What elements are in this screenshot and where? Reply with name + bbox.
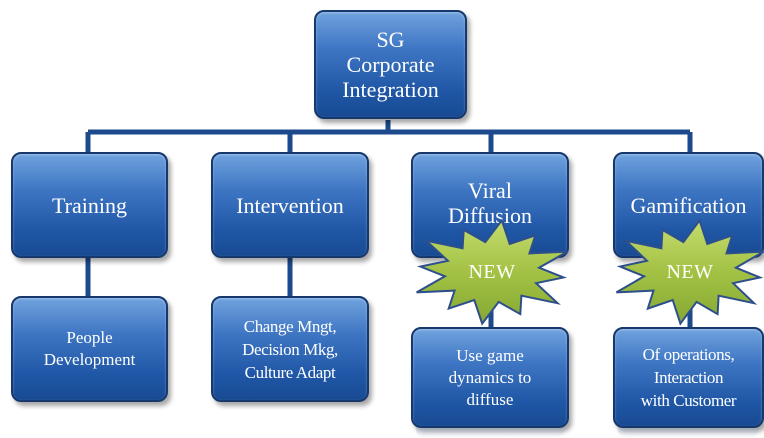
branch-node-intervention: Intervention	[211, 152, 369, 258]
new-badge-label: NEW	[666, 261, 714, 283]
child-node-people-development: People Development	[11, 296, 168, 402]
child-label-change-management: Change Mngt, Decision Mkg, Culture Adapt	[242, 316, 338, 382]
root-node-label: SG Corporate Integration	[342, 27, 439, 102]
new-badge-label: NEW	[468, 261, 516, 283]
branch-label-training: Training	[52, 192, 127, 218]
reflection	[618, 428, 758, 438]
child-node-change-management: Change Mngt, Decision Mkg, Culture Adapt	[211, 296, 369, 402]
branch-label-gamification: Gamification	[630, 192, 747, 218]
new-badge-starburst	[416, 218, 568, 326]
child-label-game-dynamics: Use game dynamics to diffuse	[448, 345, 532, 409]
root-node: SG Corporate Integration	[314, 10, 467, 119]
child-label-operations: Of operations, Interaction with Customer	[640, 345, 737, 410]
child-node-game-dynamics: Use game dynamics to diffuse	[411, 327, 569, 428]
child-label-people-development: People Development	[43, 328, 136, 369]
reflection	[416, 428, 564, 438]
branch-node-training: Training	[11, 152, 168, 258]
branch-label-viral-diffusion: Viral Diffusion	[448, 178, 532, 228]
branch-label-intervention: Intervention	[236, 192, 344, 218]
child-node-operations: Of operations, Interaction with Customer	[613, 327, 764, 428]
